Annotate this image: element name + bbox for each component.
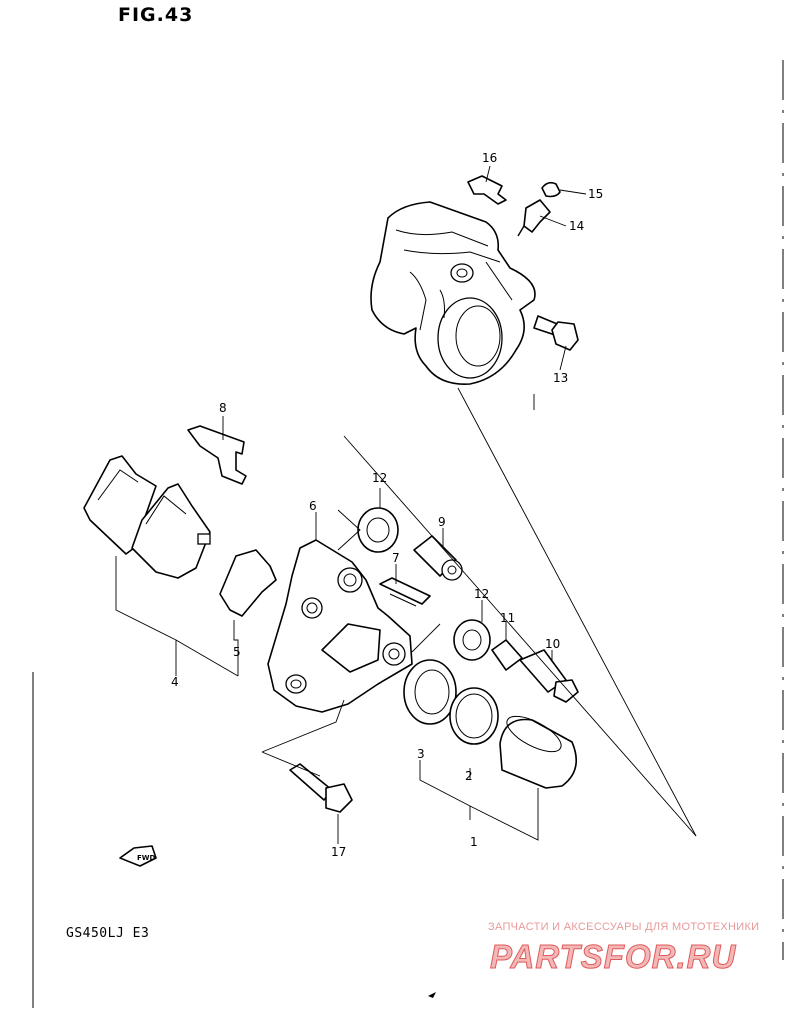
piston-seal[interactable]	[449, 687, 499, 745]
callout-5: 5	[233, 645, 241, 659]
bleeder-cap[interactable]	[541, 181, 561, 198]
model-code: GS450LJ E3	[66, 926, 150, 941]
caliper-piston[interactable]	[499, 709, 578, 789]
pad-pin[interactable]	[379, 577, 431, 607]
slide-bush[interactable]	[491, 639, 523, 671]
callout-labels: 1 2 3 4 5 6 7 8 9 10 11 12 12 13 14 15 1…	[171, 151, 603, 859]
callout-11: 11	[500, 611, 515, 625]
slide-pin[interactable]	[519, 649, 579, 703]
pad-spring[interactable]	[467, 175, 507, 205]
callout-16: 16	[482, 151, 497, 165]
callout-10: 10	[545, 637, 560, 651]
dust-boot-lower[interactable]	[453, 619, 491, 661]
pad-shim[interactable]	[219, 549, 277, 617]
callout-4: 4	[171, 675, 179, 689]
callout-2: 2	[465, 769, 473, 783]
caliper-bolt-13[interactable]	[533, 315, 579, 351]
callout-1: 1	[470, 835, 478, 849]
caliper-body[interactable]	[370, 201, 536, 385]
callout-12-lower: 12	[474, 587, 489, 601]
callout-7: 7	[392, 551, 400, 565]
callout-12-upper: 12	[372, 471, 387, 485]
callout-13: 13	[553, 371, 568, 385]
brake-pad-set[interactable]	[83, 455, 211, 579]
callout-3: 3	[417, 747, 425, 761]
callout-6: 6	[309, 499, 317, 513]
mounting-bolt-17[interactable]	[289, 763, 353, 813]
watermark-logo: PARTSFOR.RU	[490, 938, 736, 976]
callout-9: 9	[438, 515, 446, 529]
fwd-arrow-icon: FWD	[119, 845, 157, 867]
page-edge-marks	[32, 60, 784, 1008]
callout-14: 14	[569, 219, 584, 233]
leader-lines	[115, 165, 697, 844]
callout-17: 17	[331, 845, 346, 859]
watermark-tagline: ЗАПЧАСТИ И АКСЕССУАРЫ ДЛЯ МОТОТЕХНИКИ	[488, 921, 760, 933]
bleeder-valve[interactable]	[517, 199, 551, 237]
callout-15: 15	[588, 187, 603, 201]
anti-rattle-clip[interactable]	[187, 425, 247, 485]
dust-boot-upper[interactable]	[357, 507, 399, 553]
figure-title: FIG.43	[118, 4, 194, 26]
callout-8: 8	[219, 401, 227, 415]
piston-dust-seal[interactable]	[403, 659, 457, 725]
fwd-label: FWD	[137, 854, 156, 862]
caliper-holder[interactable]	[267, 539, 413, 713]
slide-sleeve[interactable]	[413, 535, 463, 581]
watermark-logo-text: PARTSFOR.RU	[490, 938, 736, 975]
